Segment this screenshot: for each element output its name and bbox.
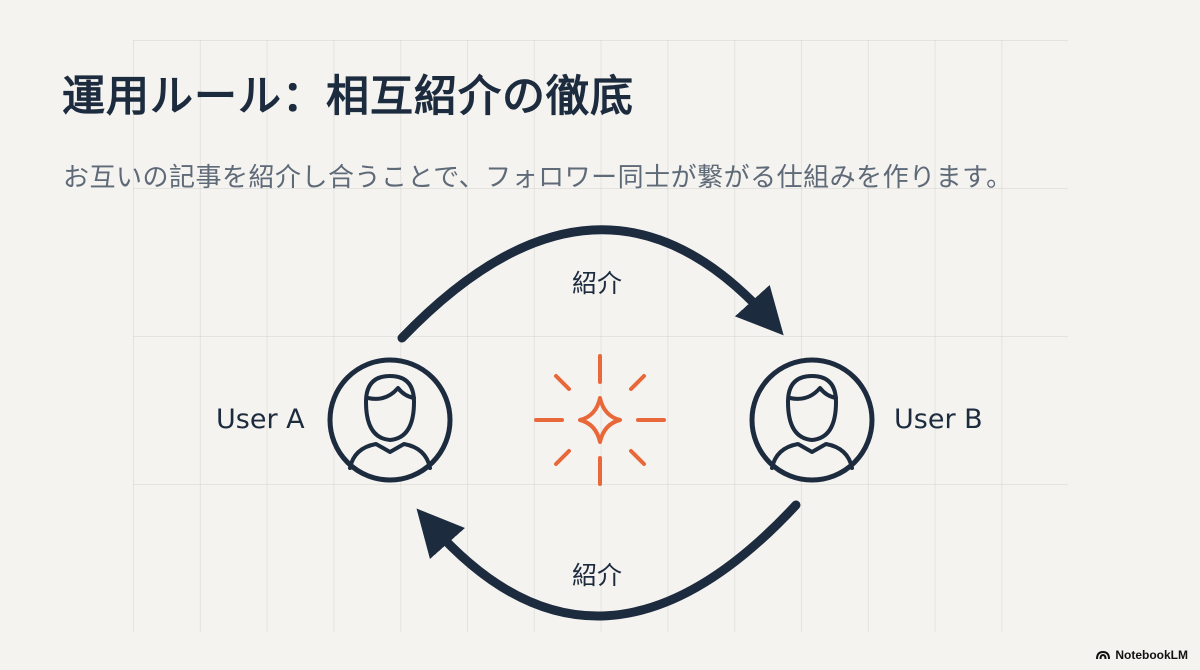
slide-subtitle: お互いの記事を紹介し合うことで、フォロワー同士が繋がる仕組みを作ります。 [63,163,1013,193]
arrow-top-label: 紹介 [572,269,623,298]
arrow-bottom-label: 紹介 [572,561,623,590]
arrow-a-to-b [397,225,784,343]
user-b-label: User B [894,404,983,435]
brand-label: NotebookLM [1115,648,1188,662]
notebooklm-watermark: NotebookLM [1096,648,1188,662]
user-a-avatar-icon [327,357,453,483]
sparkle-icon [534,354,666,486]
user-a-label: User A [216,404,305,435]
arrow-b-to-a [416,500,801,621]
notebooklm-logo-icon [1096,650,1111,660]
slide-title: 運用ルール：相互紹介の徹底 [62,72,634,122]
user-b-avatar-icon [749,357,875,483]
background-grid [133,40,1068,632]
